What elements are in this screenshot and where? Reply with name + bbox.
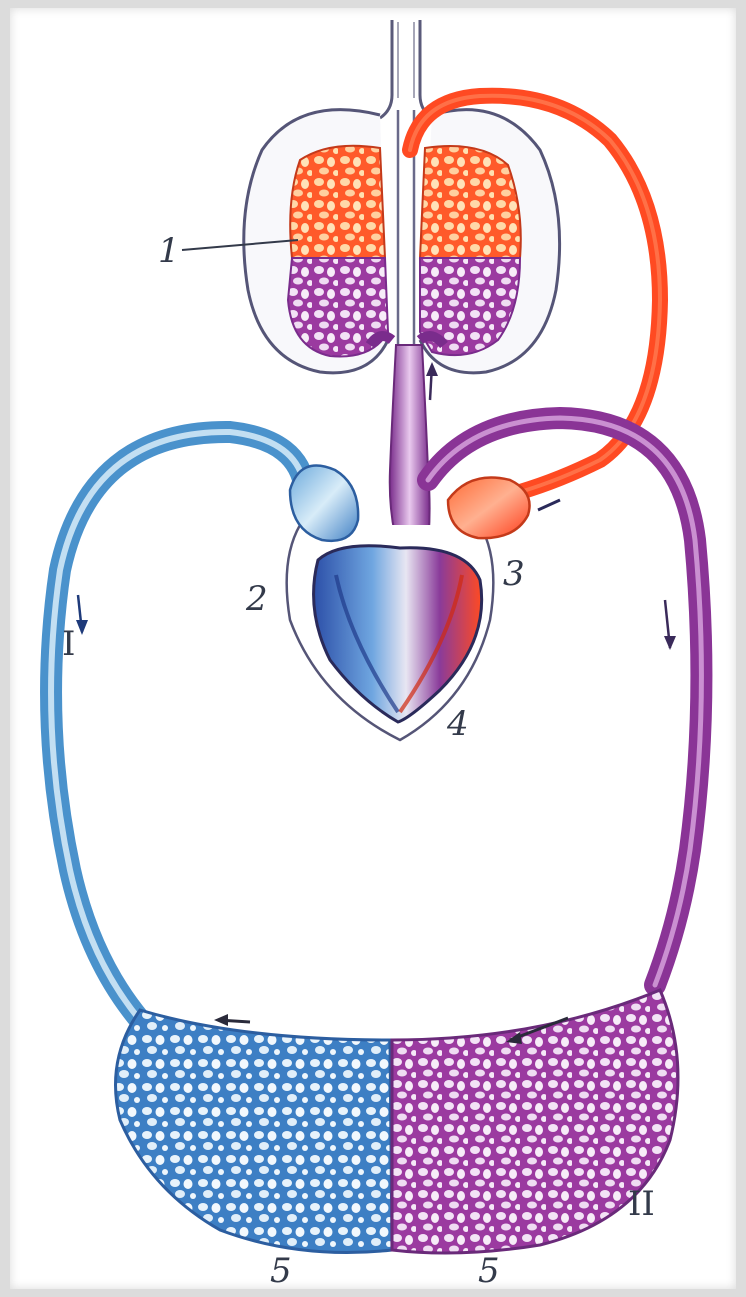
label-II: II [628,1184,655,1224]
label-4: 4 [446,704,469,744]
label-I: I [62,624,75,664]
lung-left-capillaries [288,146,388,357]
left-atrium [448,478,530,539]
systemic-vein-loop [51,432,305,1020]
lung-right-capillaries [420,146,521,355]
label-1: 1 [158,231,180,271]
label-3: 3 [503,554,525,594]
label-2: 2 [245,579,268,619]
systemic-capillaries [116,990,679,1253]
label-5-left: 5 [270,1251,292,1291]
trachea [380,20,432,118]
label-5-right: 5 [478,1251,500,1291]
